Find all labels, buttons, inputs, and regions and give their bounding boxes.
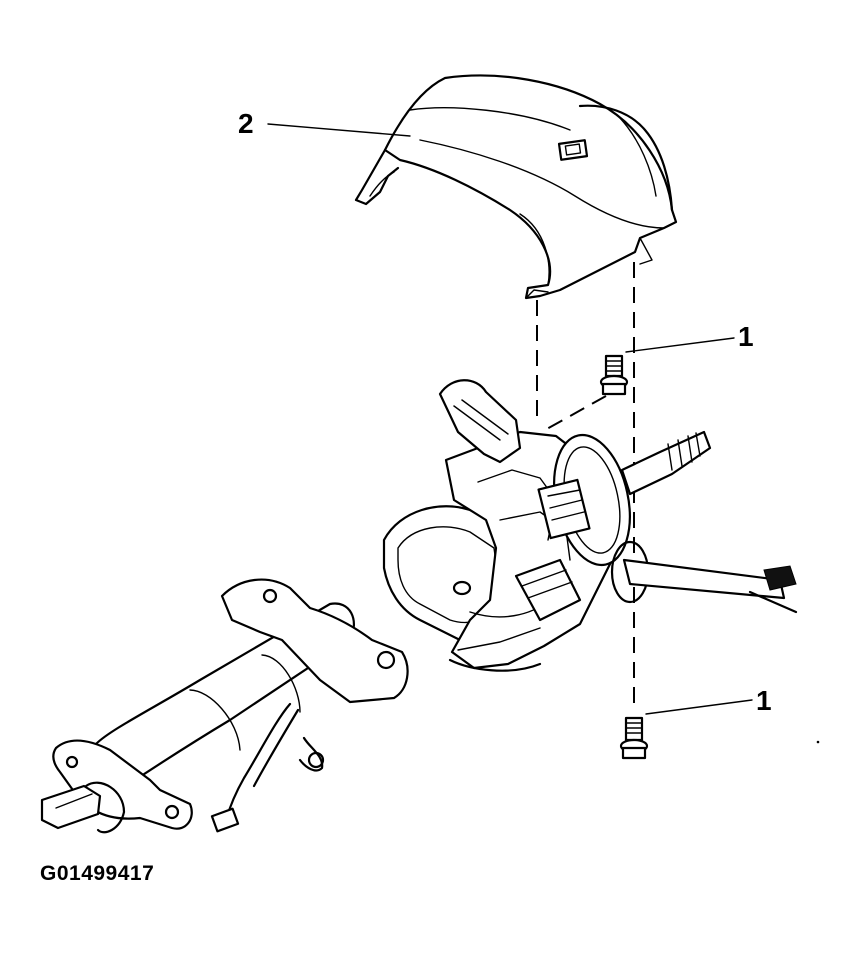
callout-1-upper-label: 1	[738, 321, 754, 352]
figure-id-label: G01499417	[40, 862, 155, 885]
callout-2-label: 2	[238, 108, 254, 139]
upper-shroud	[354, 74, 678, 300]
steering-column-assembly	[40, 379, 798, 834]
screw-lower	[619, 716, 649, 760]
screw-upper	[599, 354, 629, 396]
callout-1-lower-leader	[645, 699, 753, 715]
stray-mark	[816, 740, 820, 744]
callout-2-leader	[267, 123, 411, 137]
callout-1-upper-leader	[625, 337, 735, 353]
callout-1-lower-label: 1	[756, 685, 772, 716]
alignment-line-screw	[544, 395, 607, 431]
